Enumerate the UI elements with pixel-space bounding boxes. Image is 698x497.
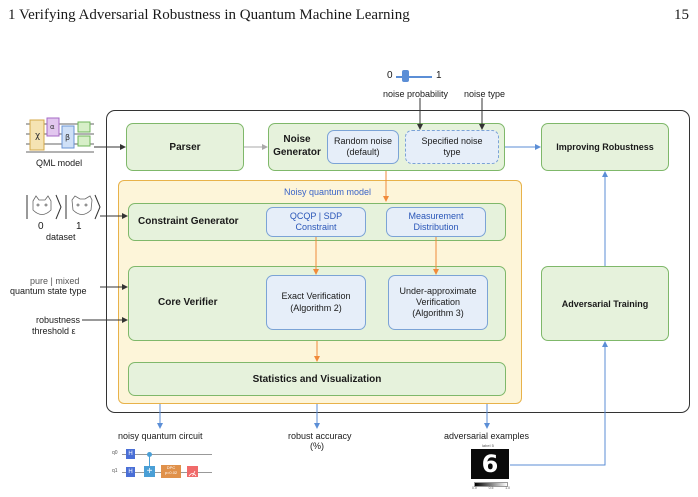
adversarial-training-box: Adversarial Training [541,266,669,341]
adversarial-example-image: 6 [471,449,509,479]
exact-line2: (Algorithm 2) [290,302,342,313]
robust-accuracy-label-2: (%) [310,441,324,451]
constraint-generator-label: Constraint Generator [138,216,239,227]
random-noise-line2: (default) [346,147,380,157]
qubit-1-label: q1 [112,468,118,474]
adversarial-examples-label: adversarial examples [444,431,530,441]
h-gate-q0: H [126,449,135,459]
specified-noise-line1: Specified noise [421,135,483,146]
colorbar-tick-1: 0.5 [488,486,494,490]
noisy-circuit-diagram: q0 q1 H H + DPC p=0.02 [112,446,212,492]
noise-generator-line1: Noise [283,134,311,145]
under-line2: Verification [415,296,460,307]
dataset-label: dataset [46,232,76,242]
svg-text:χ: χ [35,131,40,141]
colorbar-ticks: 0.0 0.5 1.0 [472,486,510,490]
measure-gate [187,466,198,477]
dpc-prob: p=0.02 [164,469,178,475]
measurement-line1: Measurement [408,210,464,221]
slider-min: 0 [387,70,393,81]
cnot-line [149,454,150,467]
noisy-model-label: Noisy quantum model [284,187,372,197]
colorbar-tick-0: 0.0 [472,486,477,490]
cnot-control [147,452,152,457]
random-noise-box: Random noise(default) [327,130,399,164]
dataset-icon [24,192,102,222]
h-gate-q1: H [126,467,135,477]
specified-noise-line2: type [443,147,461,157]
qml-model-icon: χ α β [26,116,94,156]
colorbar [474,482,508,487]
random-noise-line1: Random noise [333,135,393,146]
ket-1-label: 1 [76,221,82,232]
chapter-header: 1 Verifying Adversarial Robustness in Qu… [8,7,410,23]
framework-box [106,110,690,413]
threshold-label-1: robustness [36,315,81,325]
svg-text:β: β [65,133,70,142]
improving-robustness-label: Improving Robustness [556,142,654,152]
qubit-0-wire [122,454,212,455]
under-line1: Under-approximate [399,285,477,296]
cnot-target: + [144,466,155,477]
core-verifier-label: Core Verifier [158,297,218,308]
state-type-label: quantum state type [10,286,87,296]
qcqp-line2: Constraint [295,222,337,232]
noise-generator-label: Noise Generator [272,133,322,159]
qml-model-label: QML model [36,158,83,168]
robust-accuracy-label-1: robust accuracy [288,431,352,441]
slider-handle[interactable] [402,70,409,82]
qubit-0-label: q0 [112,450,118,456]
exact-line1: Exact Verification [281,291,351,302]
parser-label: Parser [169,141,201,153]
threshold-label-2: threshold ε [32,326,76,336]
improving-robustness-box: Improving Robustness [541,123,669,171]
under-line3: (Algorithm 3) [412,308,464,319]
colorbar-tick-2: 1.0 [505,486,510,490]
statistics-label: Statistics and Visualization [252,373,382,385]
state-type-options: pure | mixed [30,276,80,286]
noisy-circuit-label: noisy quantum circuit [118,431,203,441]
statistics-box: Statistics and Visualization [128,362,506,396]
qcqp-line1: QCQP | SDP [289,210,343,221]
parser-box: Parser [126,123,244,171]
svg-text:α: α [50,123,55,131]
slider-max: 1 [436,70,442,81]
noise-generator-line2: Generator [273,147,321,158]
dpc-noise-gate: DPC p=0.02 [161,465,181,478]
page-number: 15 [674,7,689,23]
exact-verification-box: Exact Verification(Algorithm 2) [266,275,366,330]
dpc-label: DPC [166,465,176,470]
noise-probability-label: noise probability [383,89,449,99]
ket-0-label: 0 [38,221,44,232]
noise-type-label: noise type [464,89,506,99]
measurement-line2: Distribution [413,222,459,232]
example-image-title: label 5 [482,443,494,448]
adversarial-training-label: Adversarial Training [561,298,649,309]
slider-track [396,76,432,78]
